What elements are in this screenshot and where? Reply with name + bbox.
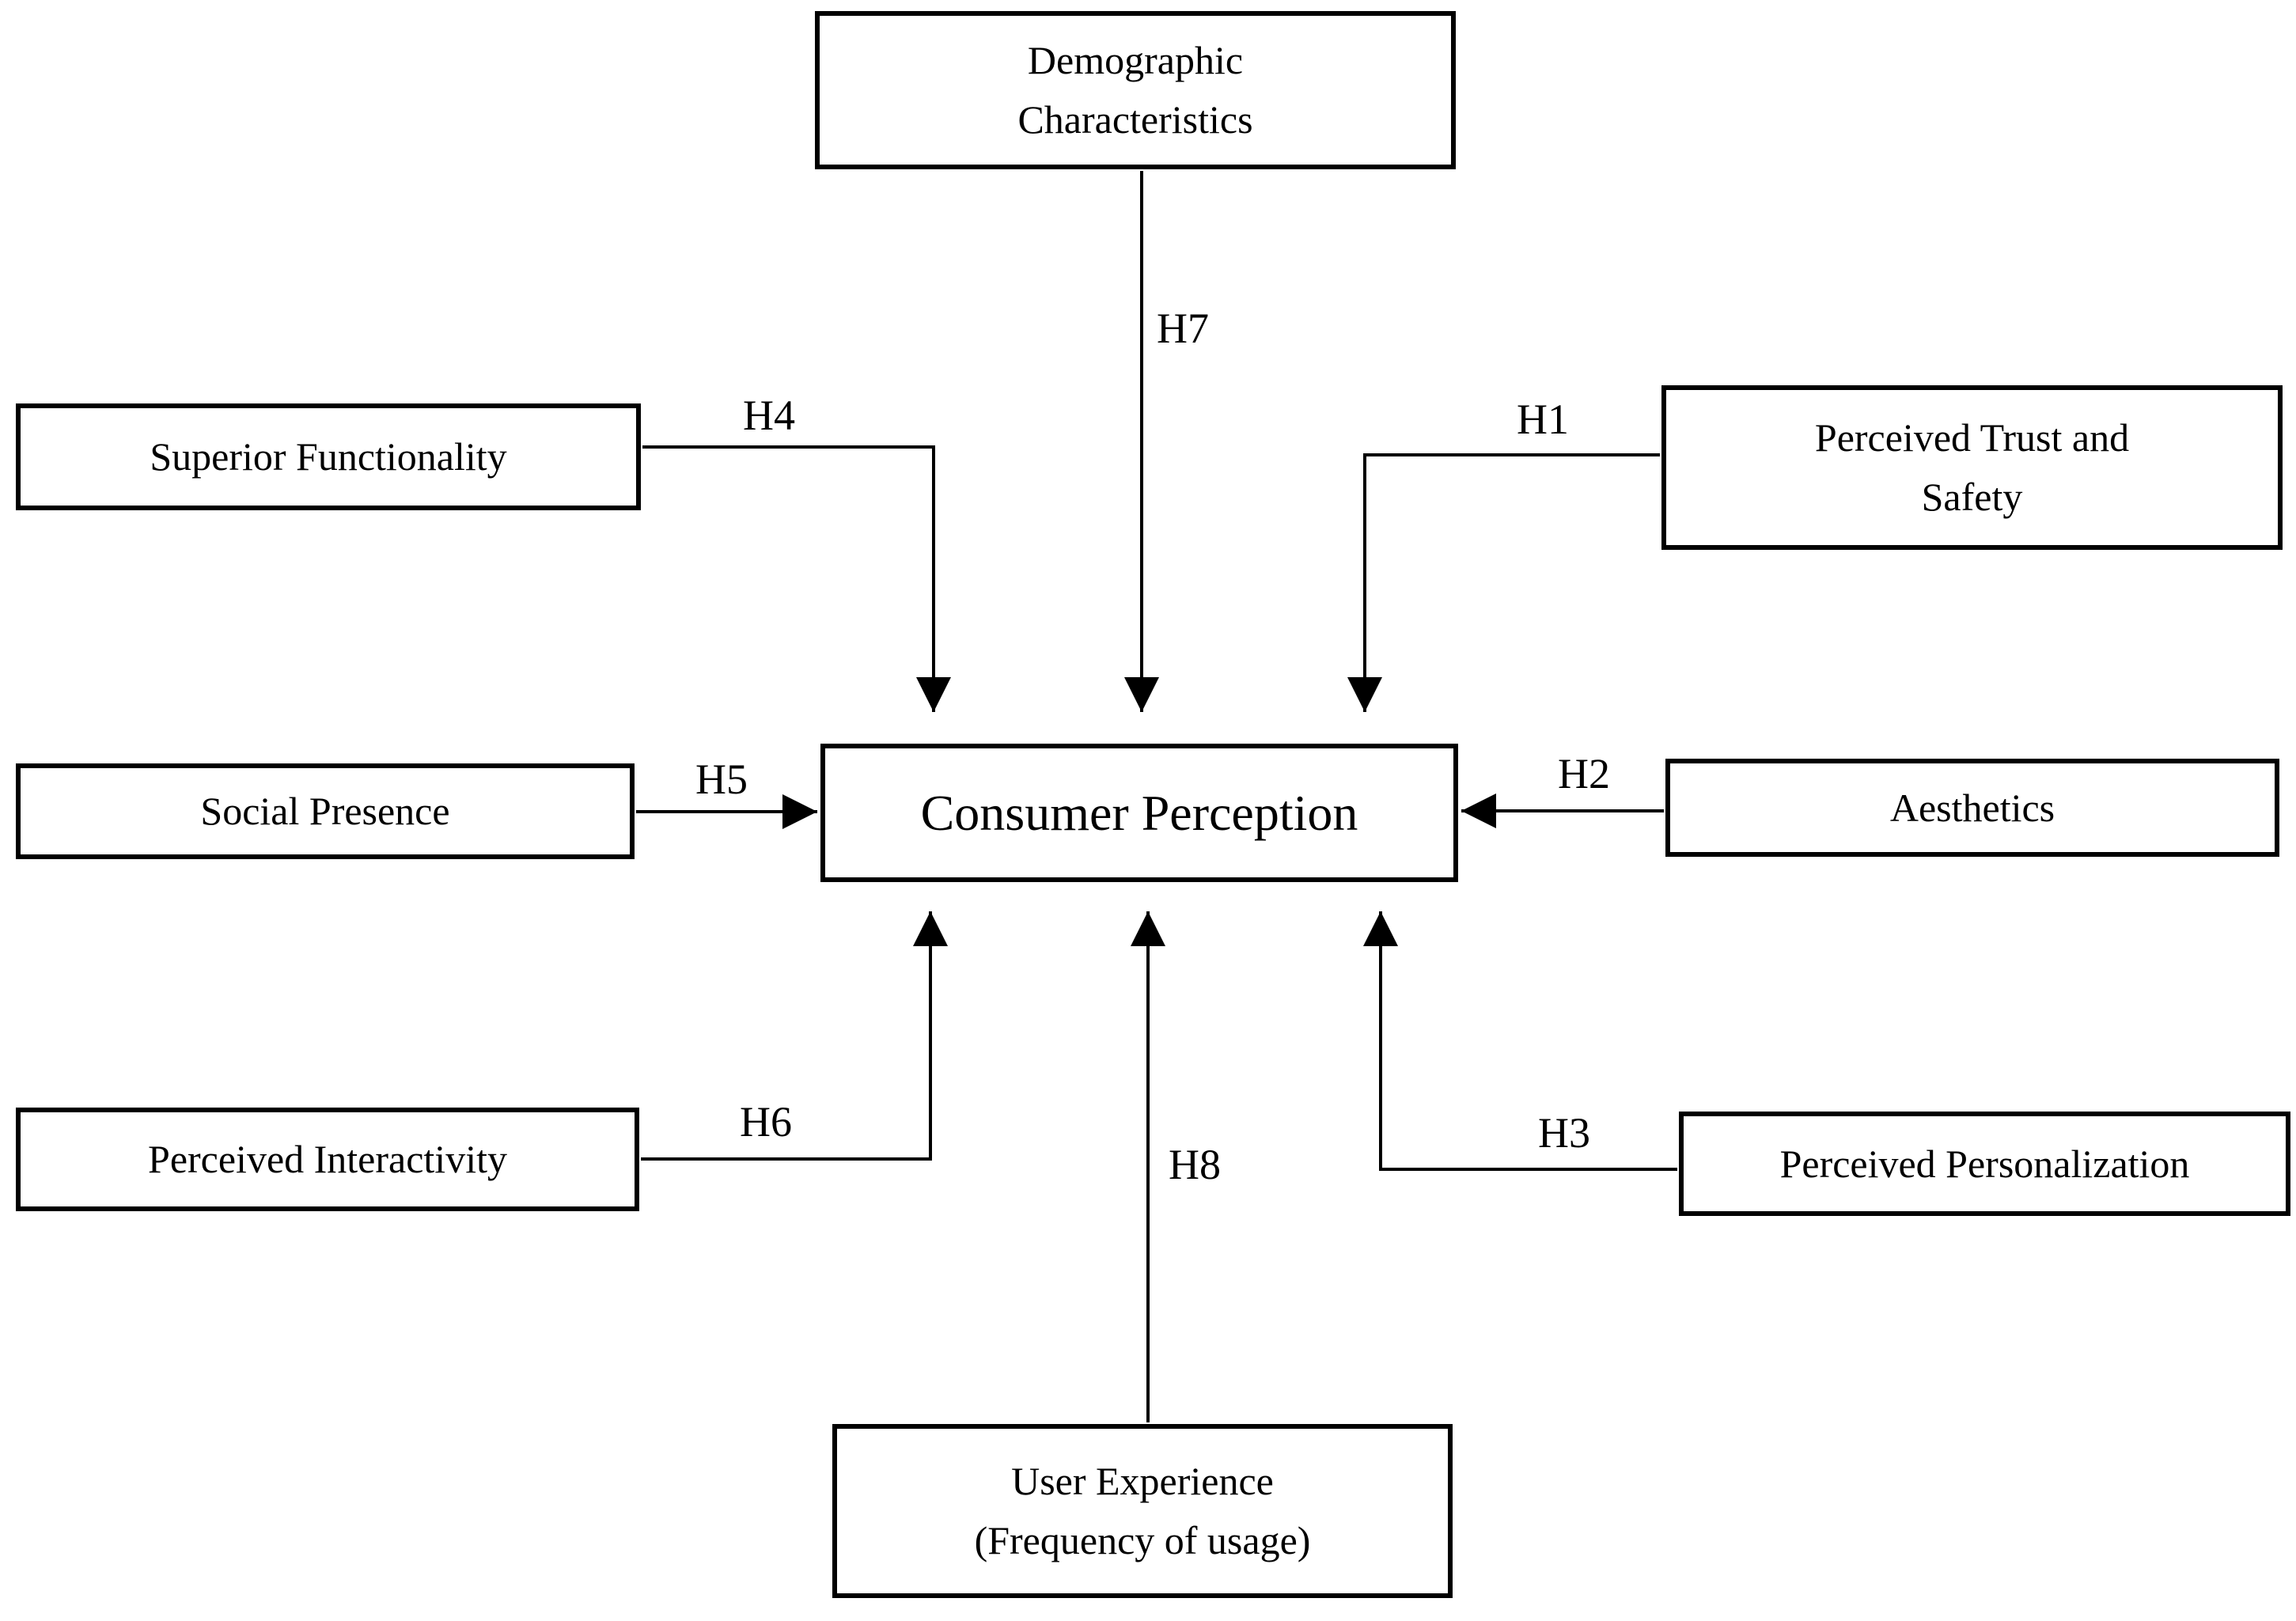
hypothesis-label-h1: H1 [1517,396,1569,443]
hypothesis-label-h2: H2 [1558,750,1610,797]
node-consumer-perception: Consumer Perception [820,744,1458,882]
arrow-h4 [642,445,951,712]
node-aesthetics: Aesthetics [1665,759,2279,857]
node-perceived-personalization: Perceived Personalization [1679,1112,2290,1216]
hypothesis-label-h3: H3 [1538,1109,1590,1157]
node-aesthetics-label: Aesthetics [1889,785,2055,830]
arrow-h1 [1347,453,1660,712]
node-perceived-interactivity-label: Perceived Interactivity [148,1137,507,1181]
arrow-h6 [641,911,948,1161]
node-superior-functionality-label: Superior Functionality [150,434,507,479]
node-perceived-personalization-label: Perceived Personalization [1779,1141,2190,1186]
hypothesis-label-h7: H7 [1157,305,1209,352]
node-social-presence: Social Presence [16,763,635,859]
hypothesis-label-h6: H6 [740,1098,792,1146]
node-perceived-trust-and-safety: Perceived Trust and Safety [1661,385,2283,550]
node-superior-functionality: Superior Functionality [16,403,641,510]
arrow-h3 [1363,911,1677,1171]
node-demographic-characteristics: Demographic Characteristics [815,11,1456,169]
hypothesis-label-h5: H5 [695,756,748,803]
node-perceived-trust-and-safety-label: Perceived Trust and Safety [1814,415,2130,519]
node-demographic-characteristics-label: Demographic Characteristics [1017,38,1253,142]
node-user-experience: User Experience (Frequency of usage) [832,1424,1453,1598]
hypothesis-label-h8: H8 [1169,1141,1221,1188]
node-perceived-interactivity: Perceived Interactivity [16,1108,639,1211]
hypothesis-label-h4: H4 [743,392,795,439]
node-user-experience-label: User Experience (Frequency of usage) [974,1459,1311,1562]
node-consumer-perception-label: Consumer Perception [920,784,1358,841]
node-social-presence-label: Social Presence [200,789,450,833]
